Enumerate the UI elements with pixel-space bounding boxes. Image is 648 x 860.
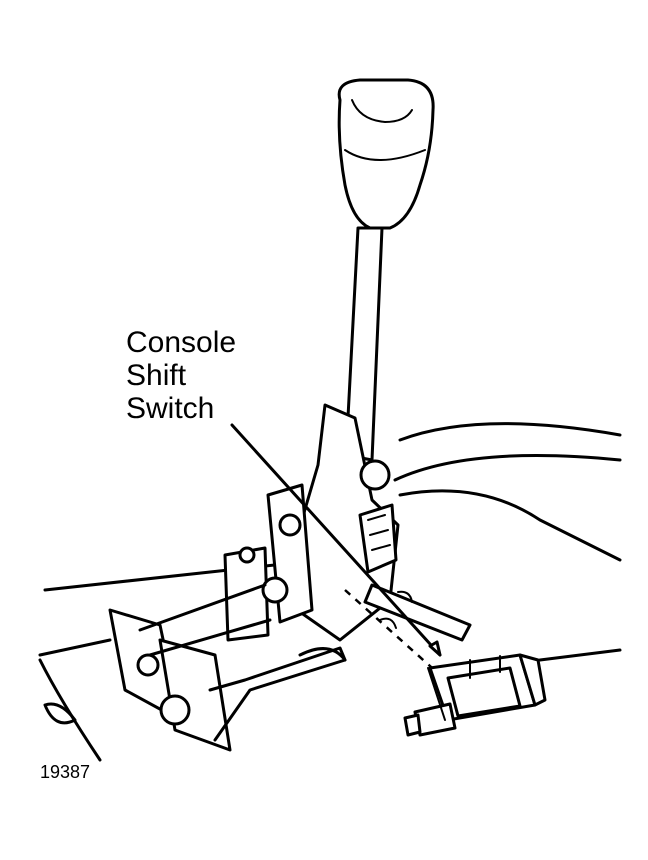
callout-line-1: Console xyxy=(126,326,237,359)
callout-line-2: Shift xyxy=(126,359,187,392)
figure-number: 19387 xyxy=(40,762,91,782)
console-shift-switch xyxy=(403,653,547,737)
base-plate xyxy=(108,583,347,752)
shifter-bracket xyxy=(223,403,472,642)
callout-line-3: Switch xyxy=(126,392,215,425)
callout-leader-line xyxy=(230,423,442,676)
shift-lever xyxy=(337,78,435,462)
